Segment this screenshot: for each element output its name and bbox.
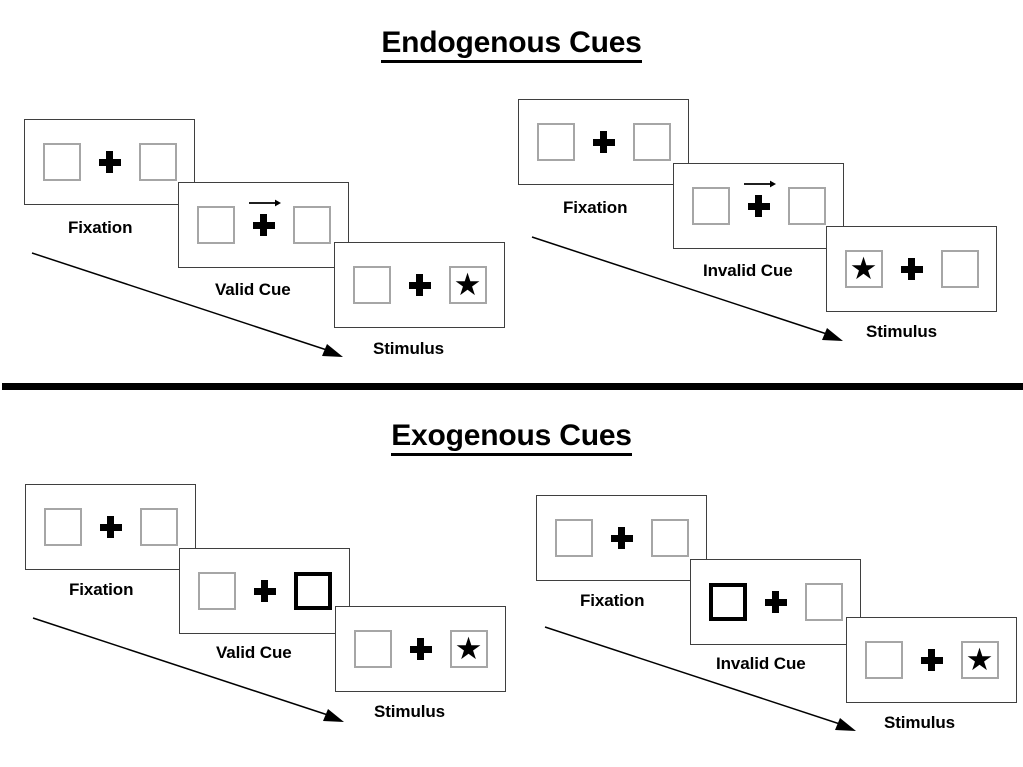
placeholder-box-right <box>632 123 671 161</box>
panel-content: ★ <box>353 630 488 668</box>
fixation-cross-icon <box>252 214 275 236</box>
placeholder-box-left <box>352 266 391 304</box>
placeholder-box-left <box>536 123 575 161</box>
star-target-icon: ★ <box>453 266 482 302</box>
placeholder-box-right-target: ★ <box>448 266 487 304</box>
placeholder-box-right-target: ★ <box>449 630 488 668</box>
panel-endogenous-valid-stimulus: ★ <box>334 242 505 328</box>
star-target-icon: ★ <box>965 641 994 677</box>
panel-endogenous-valid-cue <box>178 182 349 268</box>
cue-arrow-right-icon <box>248 199 281 207</box>
panel-content: ★ <box>864 641 999 679</box>
placeholder-box-left <box>691 187 730 225</box>
fixation-cross-icon <box>610 527 633 549</box>
panel-content <box>42 143 177 181</box>
placeholder-box-left <box>196 206 235 244</box>
placeholder-box-right <box>139 508 178 546</box>
fixation-cross-with-cue <box>743 180 776 217</box>
section-title-exogenous: Exogenous Cues <box>0 419 1023 456</box>
panel-endogenous-valid-fixation <box>24 119 195 205</box>
section-title-exogenous-text: Exogenous Cues <box>391 419 632 456</box>
stage-label-endogenous-valid-fixation: Fixation <box>68 218 133 237</box>
panel-content <box>196 199 331 244</box>
panel-exogenous-invalid-stimulus: ★ <box>846 617 1017 703</box>
placeholder-box-left <box>864 641 903 679</box>
stage-label-exogenous-invalid-cue: Invalid Cue <box>716 654 806 673</box>
panel-exogenous-valid-stimulus: ★ <box>335 606 506 692</box>
panel-content <box>554 519 689 557</box>
panel-content: ★ <box>352 266 487 304</box>
placeholder-box-left <box>197 572 236 610</box>
placeholder-box-right <box>940 250 979 288</box>
star-target-icon: ★ <box>454 630 483 666</box>
fixation-cross-icon <box>98 151 121 173</box>
placeholder-box-right <box>292 206 331 244</box>
fixation-cross-with-cue <box>248 199 281 236</box>
panel-endogenous-invalid-stimulus: ★ <box>826 226 997 312</box>
panel-exogenous-valid-fixation <box>25 484 196 570</box>
panel-content <box>197 572 332 610</box>
fixation-cross-icon <box>409 638 432 660</box>
stage-label-endogenous-invalid-fixation: Fixation <box>563 198 628 217</box>
stage-label-exogenous-valid-stimulus: Stimulus <box>374 702 445 721</box>
stage-label-endogenous-valid-cue: Valid Cue <box>215 280 291 299</box>
panel-exogenous-valid-cue <box>179 548 350 634</box>
panel-exogenous-invalid-fixation <box>536 495 707 581</box>
fixation-cross-icon <box>920 649 943 671</box>
time-arrow-endogenous-invalid <box>531 236 843 341</box>
placeholder-box-right-target: ★ <box>960 641 999 679</box>
placeholder-box-left-cued <box>708 583 747 621</box>
placeholder-box-right <box>787 187 826 225</box>
placeholder-box-right <box>804 583 843 621</box>
section-title-endogenous-text: Endogenous Cues <box>381 26 642 63</box>
time-arrow-exogenous-invalid <box>544 626 856 731</box>
section-divider <box>2 383 1023 390</box>
placeholder-box-left <box>554 519 593 557</box>
panel-content <box>708 583 843 621</box>
panel-content <box>691 180 826 225</box>
stage-label-endogenous-invalid-cue: Invalid Cue <box>703 261 793 280</box>
fixation-cross-icon <box>408 274 431 296</box>
fixation-cross-icon <box>747 195 770 217</box>
panel-endogenous-invalid-cue <box>673 163 844 249</box>
placeholder-box-right <box>138 143 177 181</box>
stage-label-endogenous-invalid-stimulus: Stimulus <box>866 322 937 341</box>
panel-content: ★ <box>844 250 979 288</box>
panel-exogenous-invalid-cue <box>690 559 861 645</box>
stage-label-exogenous-invalid-stimulus: Stimulus <box>884 713 955 732</box>
fixation-cross-icon <box>592 131 615 153</box>
fixation-cross-icon <box>253 580 276 602</box>
placeholder-box-left-target: ★ <box>844 250 883 288</box>
fixation-cross-icon <box>99 516 122 538</box>
time-arrow-exogenous-valid <box>32 617 344 722</box>
panel-endogenous-invalid-fixation <box>518 99 689 185</box>
section-title-endogenous: Endogenous Cues <box>0 26 1023 63</box>
fixation-cross-icon <box>764 591 787 613</box>
fixation-cross-icon <box>900 258 923 280</box>
placeholder-box-right-cued <box>293 572 332 610</box>
panel-content <box>536 123 671 161</box>
placeholder-box-left <box>42 143 81 181</box>
stage-label-exogenous-invalid-fixation: Fixation <box>580 591 645 610</box>
placeholder-box-left <box>43 508 82 546</box>
cue-arrow-right-icon <box>743 180 776 188</box>
time-arrow-endogenous-valid <box>31 252 343 357</box>
stage-label-endogenous-valid-stimulus: Stimulus <box>373 339 444 358</box>
stage-label-exogenous-valid-cue: Valid Cue <box>216 643 292 662</box>
stage-label-exogenous-valid-fixation: Fixation <box>69 580 134 599</box>
star-target-icon: ★ <box>849 250 878 286</box>
placeholder-box-right <box>650 519 689 557</box>
panel-content <box>43 508 178 546</box>
placeholder-box-left <box>353 630 392 668</box>
